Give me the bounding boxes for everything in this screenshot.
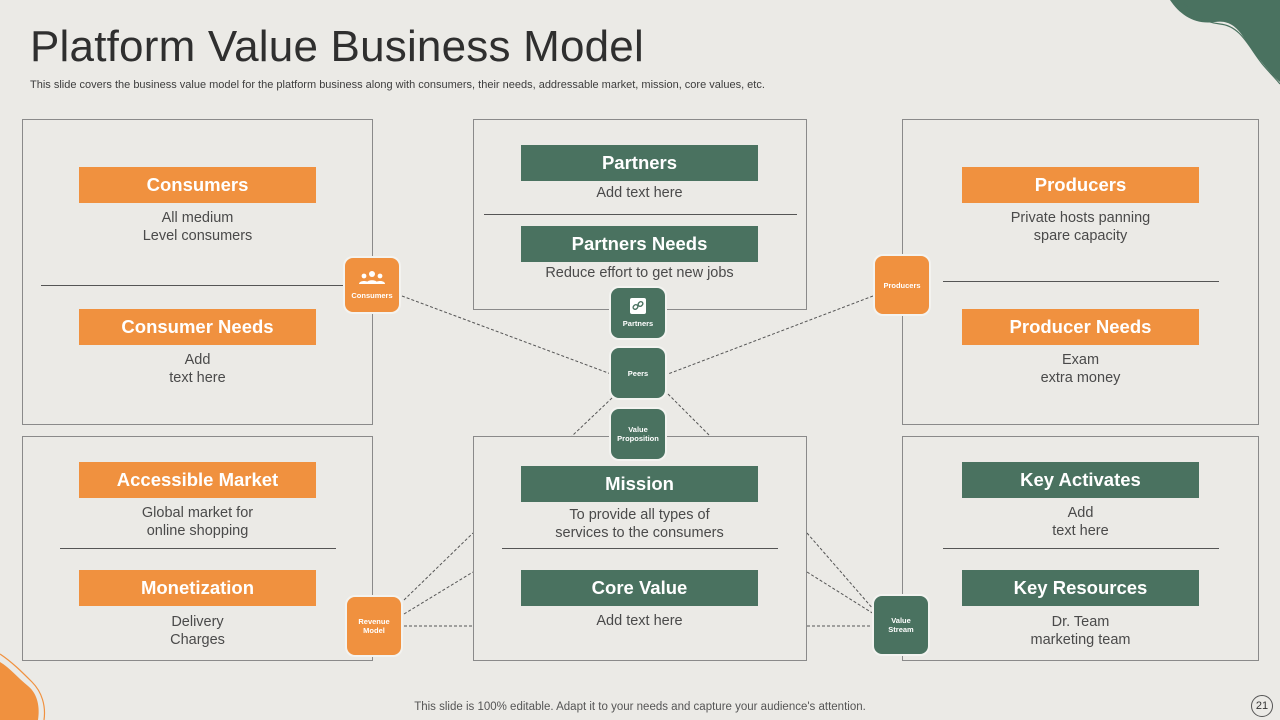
key-resources-header: Key Resources: [962, 570, 1199, 606]
footer-note: This slide is 100% editable. Adapt it to…: [414, 701, 866, 713]
mission-header: Mission: [521, 466, 758, 502]
mission-text-2: services to the consumers: [555, 525, 724, 541]
accessible-market-header: Accessible Market: [79, 462, 316, 498]
producer-needs-text-1: Exam: [1061, 352, 1100, 368]
peers-node: Peers: [609, 346, 667, 400]
mission-divider: [502, 548, 778, 549]
consumer-needs-text-2: text here: [169, 370, 226, 386]
key-activates-header: Key Activates: [962, 462, 1199, 498]
key-panel: [902, 436, 1259, 661]
revenue-model-label-1: Revenue: [358, 617, 390, 626]
key-activates-text-2: text here: [1052, 523, 1109, 539]
page-number: 21: [1251, 695, 1273, 717]
revenue-model-label-2: Model: [363, 626, 385, 635]
key-resources-text-2: marketing team: [1030, 632, 1131, 648]
consumer-needs-header: Consumer Needs: [79, 309, 316, 345]
partners-text: Add text here: [596, 185, 683, 201]
consumers-header: Consumers: [79, 167, 316, 203]
core-value-header: Core Value: [521, 570, 758, 606]
people-group-icon: [358, 270, 386, 289]
accessible-market-text-2: online shopping: [146, 523, 249, 539]
value-proposition-label-2: Proposition: [617, 434, 659, 443]
partners-header: Partners: [521, 145, 758, 181]
link-icon: [630, 298, 646, 317]
value-stream-label-1: Value: [891, 616, 911, 625]
partners-node: Partners: [609, 286, 667, 340]
producers-node-label: Producers: [883, 280, 921, 290]
monetization-header: Monetization: [79, 570, 316, 606]
corner-decoration-top-right: [1170, 0, 1280, 85]
producer-needs-text-2: extra money: [1040, 370, 1121, 386]
page-subtitle: This slide covers the business value mod…: [30, 79, 765, 91]
producers-text-1: Private hosts panning: [1010, 210, 1151, 226]
corner-decoration-bottom-left: [0, 653, 46, 720]
value-stream-node: Value Stream: [872, 594, 930, 656]
partners-node-label: Partners: [622, 319, 654, 328]
partners-needs-text: Reduce effort to get new jobs: [545, 265, 734, 281]
producers-text-2: spare capacity: [1033, 228, 1128, 244]
key-activates-text-1: Add: [1067, 505, 1094, 521]
monetization-text-2: Charges: [170, 632, 225, 648]
consumers-text-2: Level consumers: [142, 228, 253, 244]
partners-needs-header: Partners Needs: [521, 226, 758, 262]
accessible-market-text-1: Global market for: [141, 505, 254, 521]
key-resources-text-1: Dr. Team: [1051, 614, 1110, 630]
producers-header: Producers: [962, 167, 1199, 203]
partners-divider: [484, 214, 797, 215]
producer-needs-header: Producer Needs: [962, 309, 1199, 345]
mission-text-1: To provide all types of: [569, 507, 710, 523]
producers-node: Producers: [873, 254, 931, 316]
producers-divider: [943, 281, 1219, 282]
consumers-node: Consumers: [343, 256, 401, 314]
value-proposition-node: Value Proposition: [609, 407, 667, 461]
market-divider: [60, 548, 336, 549]
core-value-text: Add text here: [596, 613, 683, 629]
consumers-text-1: All medium: [161, 210, 234, 226]
consumers-node-label: Consumers: [351, 291, 393, 300]
monetization-text-1: Delivery: [171, 614, 224, 630]
consumers-divider: [41, 285, 343, 286]
value-stream-label-2: Stream: [888, 625, 914, 634]
page-title: Platform Value Business Model: [30, 22, 644, 71]
revenue-model-node: Revenue Model: [345, 595, 403, 657]
key-divider: [943, 548, 1219, 549]
consumer-needs-text-1: Add: [184, 352, 211, 368]
value-proposition-label-1: Value: [628, 425, 648, 434]
peers-node-label: Peers: [627, 368, 649, 378]
market-panel: [22, 436, 373, 661]
